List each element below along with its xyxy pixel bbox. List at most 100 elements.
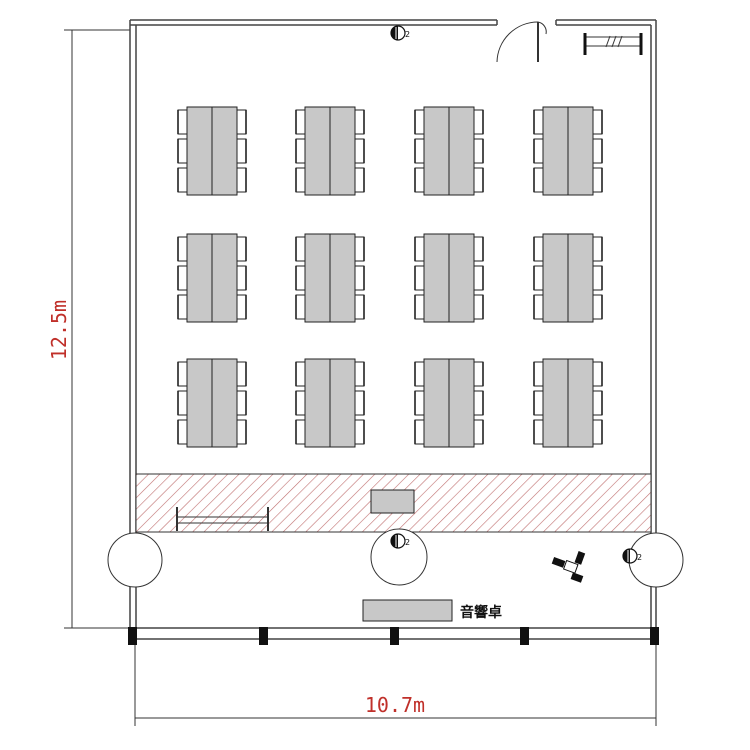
lectern — [370, 489, 415, 514]
chair — [414, 109, 425, 135]
chair — [177, 361, 188, 387]
chair — [414, 294, 425, 320]
height-dimension: 12.5m — [47, 29, 130, 629]
chair — [473, 167, 484, 193]
pillar-left — [107, 532, 163, 588]
sound-desk: 音響卓 — [362, 599, 502, 622]
chair — [354, 109, 365, 135]
table — [567, 358, 594, 448]
chair — [533, 265, 544, 291]
chair — [236, 294, 247, 320]
chair — [295, 390, 306, 416]
sound-desk-label: 音響卓 — [460, 604, 502, 621]
chair — [236, 265, 247, 291]
chair — [533, 167, 544, 193]
table — [186, 233, 213, 323]
chair — [295, 265, 306, 291]
chair — [592, 419, 603, 445]
chair — [533, 419, 544, 445]
door-swing-icon — [496, 20, 557, 63]
table — [186, 358, 213, 448]
chair — [177, 236, 188, 262]
chair — [177, 109, 188, 135]
chair — [295, 236, 306, 262]
outlet-icon: 2 — [390, 25, 410, 41]
svg-text:2: 2 — [405, 538, 410, 547]
chair — [295, 361, 306, 387]
chair — [592, 109, 603, 135]
chair — [177, 138, 188, 164]
svg-text:2: 2 — [405, 30, 410, 39]
chair — [236, 236, 247, 262]
chair — [236, 109, 247, 135]
width-dimension-label: 10.7m — [365, 693, 425, 717]
chair — [177, 390, 188, 416]
chair — [295, 419, 306, 445]
chair — [354, 361, 365, 387]
chair — [533, 109, 544, 135]
chair — [473, 390, 484, 416]
table — [329, 106, 356, 196]
chair — [354, 419, 365, 445]
chair — [473, 361, 484, 387]
chair — [177, 294, 188, 320]
table-group — [533, 233, 603, 323]
table — [211, 233, 238, 323]
table — [329, 358, 356, 448]
table — [304, 233, 331, 323]
chair — [236, 138, 247, 164]
svg-text:2: 2 — [637, 553, 642, 562]
chair — [473, 294, 484, 320]
chair — [473, 236, 484, 262]
table — [567, 106, 594, 196]
table — [186, 106, 213, 196]
table — [211, 106, 238, 196]
chair — [236, 390, 247, 416]
chair — [414, 167, 425, 193]
chair — [533, 390, 544, 416]
chair — [414, 236, 425, 262]
chair — [592, 236, 603, 262]
chair — [354, 265, 365, 291]
chair — [295, 109, 306, 135]
table-group — [533, 106, 603, 196]
table — [542, 106, 569, 196]
chair — [354, 236, 365, 262]
chair — [592, 265, 603, 291]
chair — [236, 167, 247, 193]
table — [448, 106, 475, 196]
outlet-icon: 2 — [622, 548, 642, 564]
table — [329, 233, 356, 323]
chair — [533, 294, 544, 320]
chair — [592, 294, 603, 320]
chair — [295, 167, 306, 193]
front-posts — [128, 627, 659, 645]
chair — [236, 361, 247, 387]
chair — [414, 361, 425, 387]
table — [542, 358, 569, 448]
width-dimension: 10.7m — [134, 640, 657, 726]
chair — [414, 265, 425, 291]
chair — [295, 138, 306, 164]
chair — [177, 265, 188, 291]
height-dimension-label: 12.5m — [47, 300, 71, 360]
table-group — [414, 358, 484, 448]
chair — [414, 419, 425, 445]
pillar-center — [370, 528, 428, 586]
table — [304, 106, 331, 196]
table — [211, 358, 238, 448]
table — [423, 106, 450, 196]
table-groups — [177, 106, 603, 448]
rack-icon — [583, 33, 643, 55]
chair — [354, 167, 365, 193]
chair — [473, 138, 484, 164]
table-group — [295, 358, 365, 448]
table-group — [177, 106, 247, 196]
chair — [592, 361, 603, 387]
table — [304, 358, 331, 448]
chair — [414, 138, 425, 164]
table-group — [533, 358, 603, 448]
table-group — [295, 233, 365, 323]
chair — [592, 138, 603, 164]
